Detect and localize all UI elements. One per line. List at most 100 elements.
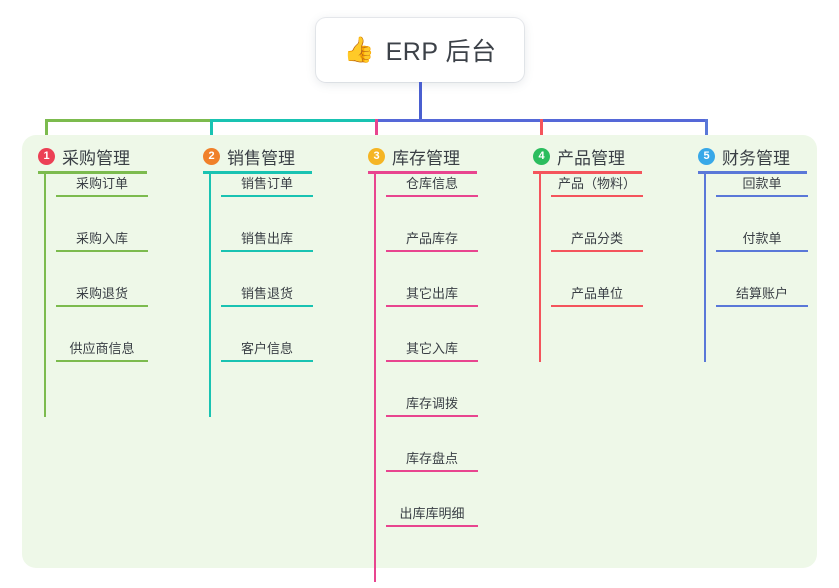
root-node-label: ERP 后台 (385, 38, 497, 66)
branch-item[interactable]: 客户信息 (221, 307, 313, 362)
branch-item-rule (716, 195, 808, 197)
branch-header-rule (698, 171, 807, 174)
branch-item[interactable]: 出库库明细 (386, 472, 478, 527)
branch-spine (539, 174, 541, 362)
branch-item-rule (386, 195, 478, 197)
branch-item-rule (551, 305, 643, 307)
branch-item[interactable]: 销售出库 (221, 197, 313, 252)
branch-item-label: 结算账户 (735, 286, 788, 301)
branch-item-rule (716, 250, 808, 252)
branch-item-rule (386, 360, 478, 362)
branch-item-label: 客户信息 (240, 341, 293, 356)
branch-item-label: 产品库存 (405, 231, 458, 246)
branch-item[interactable]: 回款单 (716, 142, 808, 197)
branch-header-4[interactable]: 4 产品管理 (533, 144, 625, 169)
branch-header-2[interactable]: 2 销售管理 (203, 144, 295, 169)
branch-spine (44, 174, 46, 417)
branch-item-rule (56, 360, 148, 362)
branch-item[interactable]: 产品分类 (551, 197, 643, 252)
branch-item[interactable]: 产品（物料） (551, 142, 643, 197)
branch-item-rule (716, 305, 808, 307)
branch-item-label: 采购退货 (75, 286, 128, 301)
connector-root-stem (419, 82, 422, 122)
branch-item[interactable]: 销售退货 (221, 252, 313, 307)
branch-item-rule (221, 305, 313, 307)
branch-item-label: 采购订单 (75, 176, 128, 191)
branch-number-badge: 1 (38, 148, 55, 165)
branch-item[interactable]: 销售订单 (221, 142, 313, 197)
branch-item-rule (386, 525, 478, 527)
branch-item-label: 销售出库 (240, 231, 293, 246)
connector-drop-5 (705, 119, 708, 137)
branch-item[interactable]: 库存调拨 (386, 362, 478, 417)
branch-item[interactable]: 库存盘点 (386, 417, 478, 472)
branch-item-rule (551, 250, 643, 252)
branch-item[interactable]: 采购入库 (56, 197, 148, 252)
branch-item-label: 其它入库 (405, 341, 458, 356)
branch-item-rule (56, 250, 148, 252)
branch-item-rule (221, 360, 313, 362)
branch-spine (209, 174, 211, 417)
branch-item-rule (56, 195, 148, 197)
branch-item-rule (386, 470, 478, 472)
branch-header-1[interactable]: 1 采购管理 (38, 144, 130, 169)
branch-item[interactable]: 其它出库 (386, 252, 478, 307)
branch-number-badge: 3 (368, 148, 385, 165)
branch-header-rule (203, 171, 312, 174)
branch-item-rule (386, 250, 478, 252)
branch-item-label: 库存盘点 (405, 451, 458, 466)
branch-item-label: 产品单位 (570, 286, 623, 301)
branch-item-label: 出库库明细 (399, 506, 465, 521)
branch-header-rule (38, 171, 147, 174)
branch-item-label: 产品（物料） (557, 176, 636, 191)
branch-item-label: 产品分类 (570, 231, 623, 246)
branch-title-label: 销售管理 (227, 149, 295, 168)
branch-header-5[interactable]: 5 财务管理 (698, 144, 790, 169)
branch-item-rule (551, 195, 643, 197)
branch-item-label: 仓库信息 (405, 176, 458, 191)
branch-spine (704, 174, 706, 362)
connector-drop-4 (540, 119, 543, 137)
branch-number-badge: 5 (698, 148, 715, 165)
branch-item-label: 其它出库 (405, 286, 458, 301)
branch-item[interactable]: 采购订单 (56, 142, 148, 197)
branch-item[interactable]: 付款单 (716, 197, 808, 252)
branch-item-label: 采购入库 (75, 231, 128, 246)
branch-title-label: 财务管理 (722, 149, 790, 168)
root-node-erp-backend[interactable]: 👍 ERP 后台 (316, 18, 524, 82)
branch-item-label: 供应商信息 (69, 341, 135, 356)
branch-item-label: 库存调拨 (405, 396, 458, 411)
branch-item-rule (386, 305, 478, 307)
branch-item[interactable]: 产品库存 (386, 197, 478, 252)
thumbs-up-icon: 👍 (343, 35, 375, 64)
branch-header-rule (368, 171, 477, 174)
connector-drop-1 (45, 119, 48, 137)
branch-item[interactable]: 其它入库 (386, 307, 478, 362)
branch-number-badge: 2 (203, 148, 220, 165)
connector-drop-3 (375, 119, 378, 137)
branch-item-rule (221, 195, 313, 197)
branch-item[interactable]: 产品单位 (551, 252, 643, 307)
branch-item[interactable]: 结算账户 (716, 252, 808, 307)
branch-spine (374, 174, 376, 582)
connector-drop-2 (210, 119, 213, 137)
connector-bus-teal (210, 119, 375, 122)
branch-item[interactable]: 采购退货 (56, 252, 148, 307)
branch-item-rule (56, 305, 148, 307)
branch-item-label: 销售退货 (240, 286, 293, 301)
branches-panel: 1 采购管理采购订单采购入库采购退货供应商信息 2 销售管理销售订单销售出库销售退货客… (22, 135, 817, 582)
branch-title-label: 产品管理 (557, 149, 625, 168)
branch-item-rule (221, 250, 313, 252)
branch-item[interactable]: 仓库信息 (386, 142, 478, 197)
branch-item-rule (386, 415, 478, 417)
branch-item-label: 付款单 (742, 231, 782, 246)
branch-number-badge: 4 (533, 148, 550, 165)
connector-bus-green (45, 119, 210, 122)
branch-title-label: 采购管理 (62, 149, 130, 168)
branch-header-rule (533, 171, 642, 174)
branch-item-label: 回款单 (742, 176, 782, 191)
branch-item-label: 销售订单 (240, 176, 293, 191)
branch-item[interactable]: 供应商信息 (56, 307, 148, 362)
